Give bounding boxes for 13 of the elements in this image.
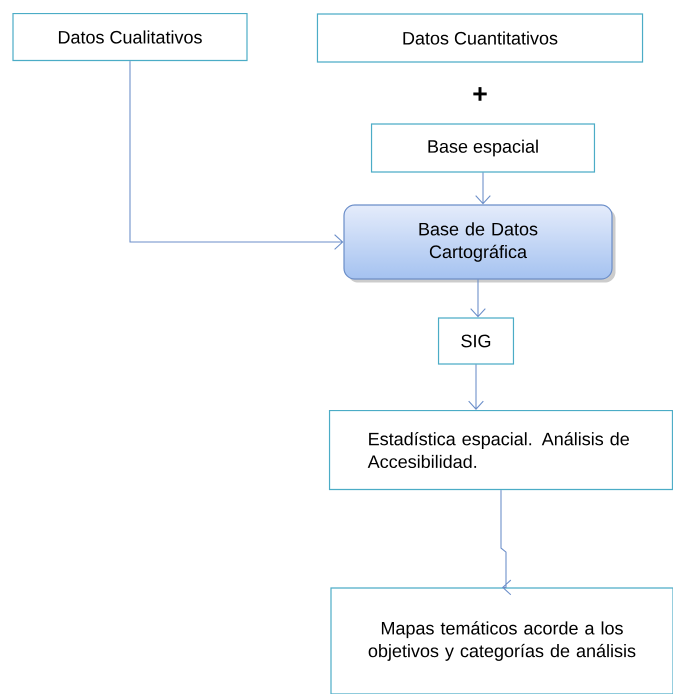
arrow — [129, 61, 344, 250]
process-box: Estadística espacial. Análisis de Accesibilidad. — [328, 410, 673, 490]
arrow — [470, 280, 486, 318]
plus-sign: + — [473, 87, 487, 101]
arrow — [500, 490, 512, 596]
process-box: Datos Cualitativos — [12, 12, 248, 62]
process-box: SIG — [438, 317, 514, 365]
rounded-box: Base de Datos Cartográfica — [343, 204, 616, 283]
arrow — [475, 172, 491, 204]
arrow — [468, 364, 484, 410]
process-box: Base espacial — [370, 123, 596, 173]
process-box: Datos Cuantitativos — [316, 13, 644, 63]
process-box: Mapas temáticos acorde a los objetivos y categorías de análisis — [330, 587, 673, 694]
